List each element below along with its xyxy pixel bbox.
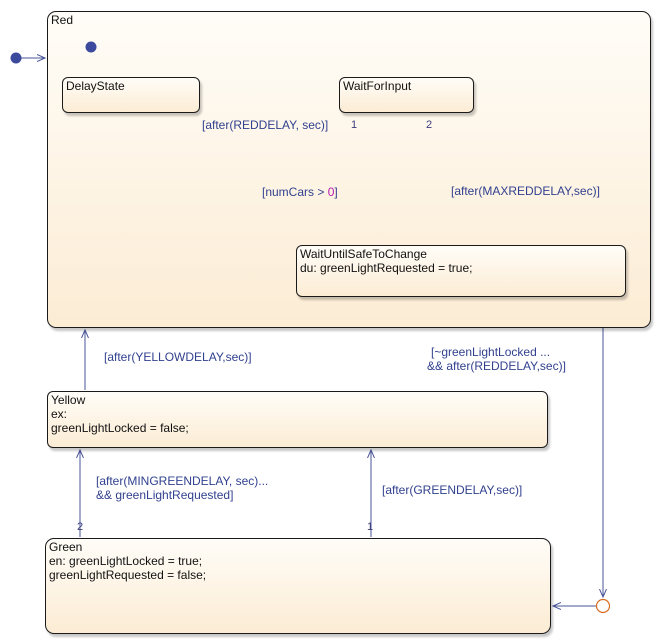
- state-waitforinput[interactable]: WaitForInput: [339, 77, 474, 113]
- label-numcars-pre: [numCars >: [262, 185, 328, 199]
- label-safe-to-green-line2: && after(REDDELAY,sec)]: [427, 359, 566, 373]
- state-waitforinput-label: WaitForInput: [343, 79, 412, 93]
- priority-green-2: 2: [77, 521, 84, 533]
- state-waituntilsafetochange-label: WaitUntilSafeToChange du: greenLightRequ…: [300, 247, 473, 275]
- label-maxreddelay: [after(MAXREDDELAY,sec)]: [451, 184, 600, 198]
- state-green-label: Green en: greenLightLocked = true; green…: [49, 540, 207, 582]
- label-delay-to-wait: [after(REDDELAY, sec)]: [202, 118, 329, 132]
- label-mingreen-line1: [after(MINGREENDELAY, sec)...: [96, 474, 269, 488]
- state-yellow[interactable]: Yellow ex: greenLightLocked = false;: [47, 391, 548, 448]
- state-red-label: Red: [51, 13, 74, 27]
- label-yellow-to-red: [after(YELLOWDELAY,sec)]: [104, 350, 252, 364]
- priority-waitforinput-2: 2: [426, 119, 433, 131]
- label-safe-to-green-line1: [~greenLightLocked ...: [431, 345, 551, 359]
- label-mingreen-line2: && greenLightRequested]: [96, 488, 234, 502]
- priority-waitforinput-1: 1: [351, 119, 358, 131]
- state-yellow-label: Yellow ex: greenLightLocked = false;: [51, 393, 189, 435]
- state-delaystate[interactable]: DelayState: [62, 77, 200, 113]
- label-numcars-post: ]: [334, 185, 338, 199]
- priority-green-1: 1: [367, 521, 374, 533]
- state-delaystate-label: DelayState: [66, 79, 125, 93]
- state-green[interactable]: Green en: greenLightLocked = true; green…: [45, 538, 551, 634]
- label-green-to-yellow: [after(GREENDELAY,sec)]: [382, 483, 523, 497]
- label-numcars-num: 0: [327, 185, 335, 199]
- label-numcars: [numCars > 0]: [262, 185, 338, 199]
- state-waituntilsafetochange[interactable]: WaitUntilSafeToChange du: greenLightRequ…: [296, 245, 626, 297]
